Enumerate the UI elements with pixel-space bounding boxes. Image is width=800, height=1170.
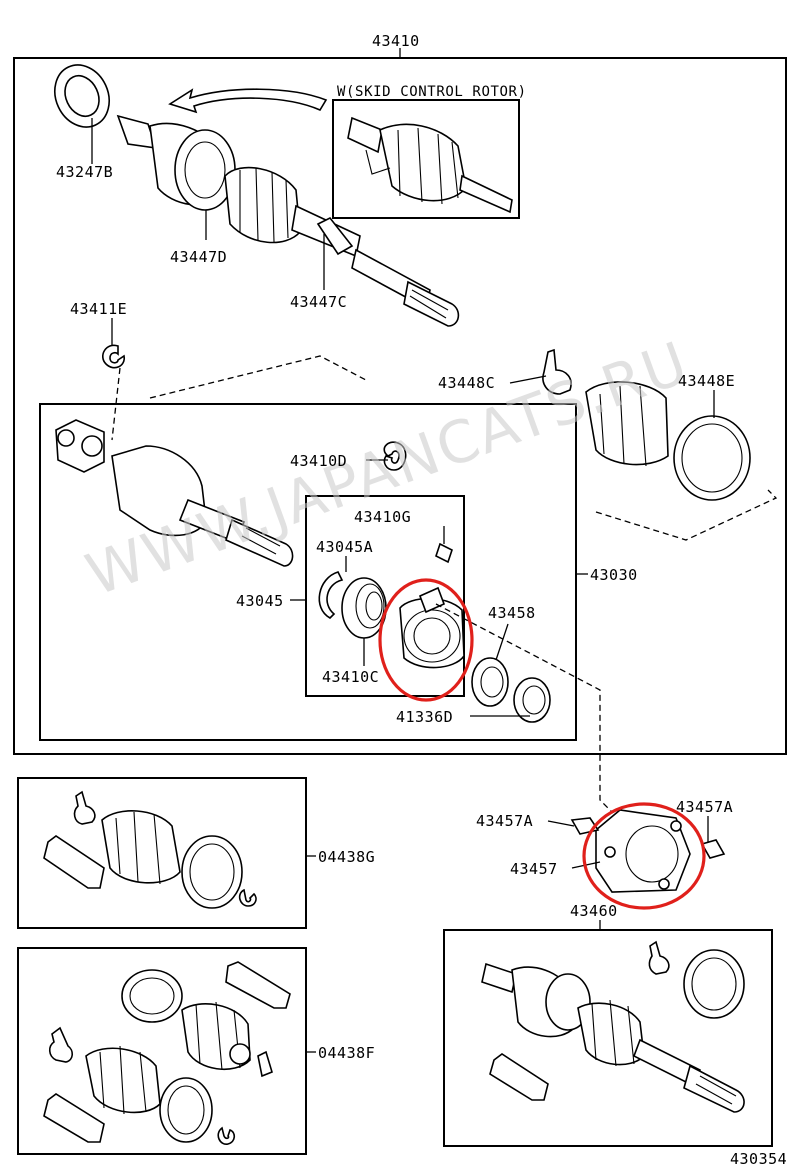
- bearing-bracket-43410c: [399, 586, 465, 669]
- label-43045: 43045: [236, 592, 284, 610]
- dashed-guides: [111, 355, 778, 813]
- label-skid-control-rotor: W(SKID CONTROL ROTOR): [337, 84, 527, 100]
- boot-kit-04438f: [43, 961, 291, 1145]
- skid-control-rotor-detail: [347, 116, 513, 214]
- label-43447c: 43447C: [290, 293, 347, 311]
- pin-43410g: [435, 542, 453, 564]
- inner-joint-assembly: [55, 419, 294, 567]
- label-43457a-left: 43457A: [476, 812, 533, 830]
- leader-lines: [91, 48, 715, 1053]
- frame-skid-control: [332, 99, 520, 219]
- label-43030: 43030: [590, 566, 638, 584]
- drive-shaft-assembly: [54, 64, 460, 327]
- label-43045a: 43045A: [316, 538, 373, 556]
- label-43411e: 43411E: [70, 300, 127, 318]
- label-43448c: 43448C: [438, 374, 495, 392]
- highlight-circle-43410c: [378, 578, 474, 702]
- drive-shaft-43460: [481, 940, 745, 1113]
- snap-ring-43410d: [383, 441, 407, 471]
- label-43447d: 43447D: [170, 248, 227, 266]
- seal-41336d: [513, 677, 551, 723]
- boot-43448e: [585, 381, 751, 501]
- label-43458: 43458: [488, 604, 536, 622]
- highlight-circle-43457: [582, 802, 706, 910]
- label-43457: 43457: [510, 860, 558, 878]
- snap-ring-43411e: [102, 344, 125, 369]
- label-43410c: 43410C: [322, 668, 379, 686]
- boot-kit-04438g: [43, 790, 257, 909]
- label-43410d: 43410D: [290, 452, 347, 470]
- label-43410g: 43410G: [354, 508, 411, 526]
- seal-43458: [471, 657, 509, 707]
- frame-43030: [39, 403, 577, 741]
- frame-43460: [443, 929, 773, 1147]
- label-43247b: 43247B: [56, 163, 113, 181]
- label-43460: 43460: [570, 902, 618, 920]
- label-43457a-right: 43457A: [676, 798, 733, 816]
- label-43448e: 43448E: [678, 372, 735, 390]
- clamp-43448c: [542, 348, 572, 395]
- frame-04438F: [17, 947, 307, 1155]
- label-04438g: 04438G: [318, 848, 375, 866]
- frame-43045: [305, 495, 465, 697]
- label-41336d: 41336D: [396, 708, 453, 726]
- label-04438f: 04438F: [318, 1044, 375, 1062]
- label-43410: 43410: [372, 32, 420, 50]
- bracket-43457: [595, 809, 691, 893]
- snap-ring-43045a: [318, 571, 344, 619]
- bolt-43457a-right: [700, 839, 726, 859]
- figure-code: 430354: [730, 1150, 787, 1168]
- frame-04438G: [17, 777, 307, 929]
